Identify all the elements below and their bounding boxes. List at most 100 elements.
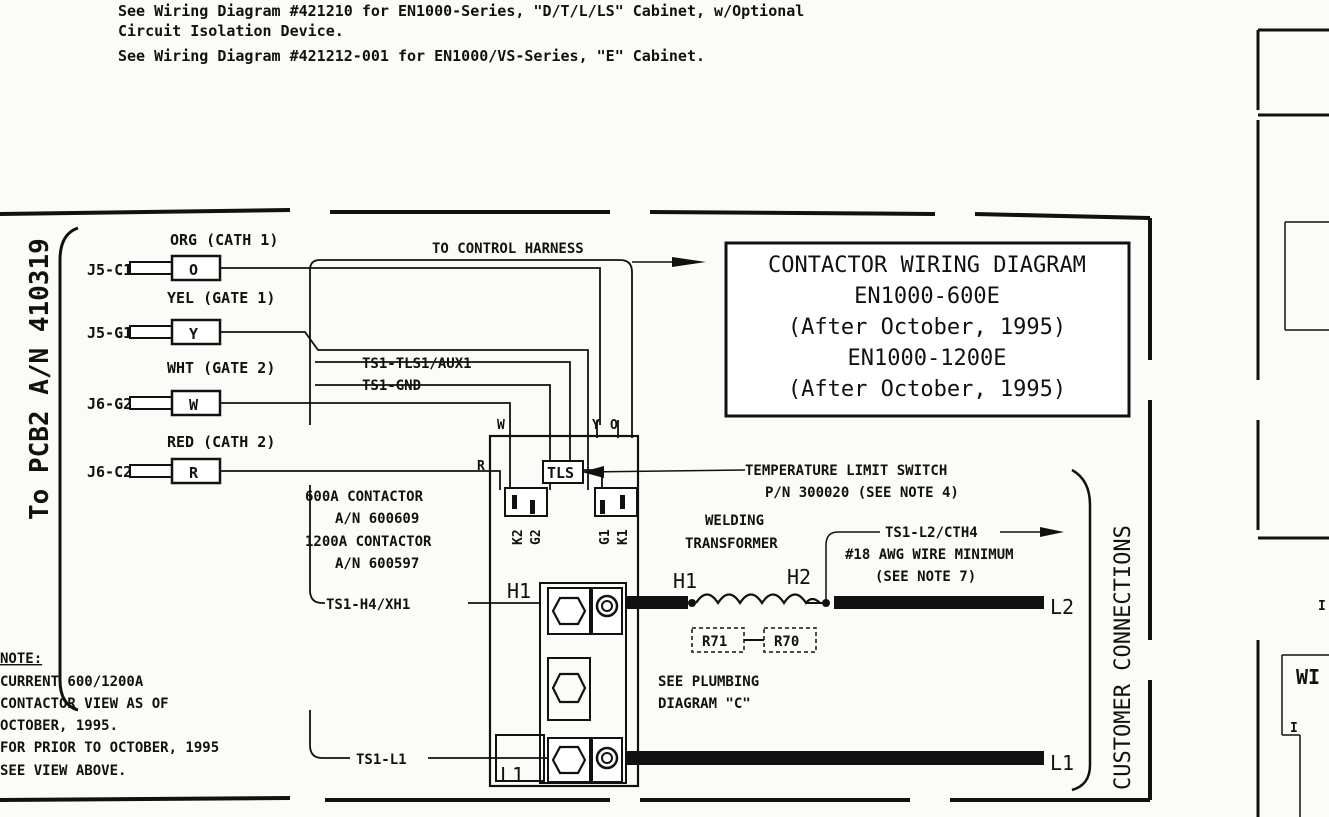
pcb2-bracket (58, 226, 79, 712)
ts1-tls1-label: TS1-TLS1/AUX1 (362, 356, 472, 372)
note-heading: NOTE: (0, 651, 42, 667)
l2-label: L2 (1050, 595, 1074, 619)
pin-j6-c2: J6-C2 (87, 463, 132, 481)
transformer-coil (695, 593, 821, 606)
customer-connections-label: CUSTOMER CONNECTIONS (1111, 525, 1136, 790)
wire-label-org: ORG (CATH 1) (170, 231, 278, 249)
connector-rows: ORG (CATH 1) YEL (GATE 1) WHT (GATE 2) R… (87, 231, 278, 485)
pcb2-label: To PCB2 A/N 410319 (25, 238, 55, 520)
h1-bolt-outer (595, 594, 619, 618)
ts1-l1-lead-left (309, 710, 350, 759)
temp-switch-label: TEMPERATURE LIMIT SWITCH (745, 463, 947, 479)
h2-label: H2 (787, 565, 811, 589)
an-600597-label: A/N 600597 (335, 556, 419, 572)
terminal-blocks (504, 487, 638, 517)
h1-block-label: H1 (507, 579, 531, 603)
ts1-h4-lead-left (309, 485, 325, 604)
ts1-l2-arrowhead (1040, 527, 1064, 537)
note-line-2: CONTACTOR VIEW AS OF (0, 696, 169, 712)
mid-nut-block (547, 657, 591, 721)
h1-label: H1 (673, 569, 697, 593)
note-line-4: FOR PRIOR TO OCTOBER, 1995 (0, 740, 219, 756)
pin-j5-g1: J5-G1 (87, 324, 132, 342)
note-line-3: OCTOBER, 1995. (0, 718, 118, 734)
note-line-1: CURRENT 600/1200A (0, 674, 144, 690)
l1-label: L1 (1050, 751, 1074, 775)
right-panel (1256, 28, 1329, 817)
right-fragment-3: I (1290, 721, 1298, 736)
r70-label: R70 (774, 634, 799, 650)
l1-hex-nut (551, 745, 587, 775)
plug-w: W (189, 396, 199, 414)
title-line-2: EN1000-600E (854, 284, 1000, 309)
header-line-3: See Wiring Diagram #421212-001 for EN100… (118, 47, 705, 65)
temp-pn-label: P/N 300020 (SEE NOTE 4) (765, 485, 959, 501)
transformer-label: TRANSFORMER (685, 536, 778, 552)
title-line-1: CONTACTOR WIRING DIAGRAM (768, 253, 1086, 278)
wire-label-wht: WHT (GATE 2) (167, 359, 275, 377)
terminal-o-label: O (610, 418, 618, 433)
terminal-pins (512, 495, 625, 514)
ts1-h4-label: TS1-H4/XH1 (326, 597, 410, 613)
ts1-l1-label: TS1-L1 (356, 752, 407, 768)
plug-o: O (189, 261, 198, 279)
term-g2: G2 (529, 529, 544, 545)
plumbing-line-2: DIAGRAM "C" (658, 696, 751, 712)
l1-bolt-inner (601, 752, 613, 764)
ts1-l2-lead (825, 531, 880, 603)
title-line-4: EN1000-1200E (848, 346, 1007, 371)
pin-j6-g2: J6-G2 (87, 395, 132, 413)
tls-pointer-line (582, 469, 746, 473)
title-line-3: (After October, 1995) (788, 315, 1066, 340)
term-k1: K1 (616, 529, 631, 545)
plug-y: Y (189, 325, 198, 343)
h1-hex-nut (551, 596, 587, 626)
control-harness-outline (309, 259, 633, 438)
ts1-gnd-label: TS1-GND (362, 378, 421, 394)
see-note7-label: (SEE NOTE 7) (875, 569, 976, 585)
title-box (724, 241, 1131, 418)
r71-label: R71 (702, 634, 727, 650)
tls-label: TLS (547, 464, 574, 482)
h1-node (688, 599, 696, 607)
contactor-600-label: 600A CONTACTOR (305, 489, 424, 505)
header-line-2: Circuit Isolation Device. (118, 22, 344, 40)
right-fragment-2: WI (1296, 665, 1320, 689)
terminal-y-label: Y (592, 418, 600, 433)
h1-bolt-inner (601, 600, 613, 612)
l1-cable (626, 751, 1044, 765)
awg-label: #18 AWG WIRE MINIMUM (845, 547, 1014, 563)
wire-label-red: RED (CATH 2) (167, 433, 275, 451)
l1-nut-block (547, 737, 591, 783)
plumbing-line-1: SEE PLUMBING (658, 674, 759, 690)
wire-label-yel: YEL (GATE 1) (167, 289, 275, 307)
control-harness-arrowhead (672, 257, 706, 267)
term-k2: K2 (511, 529, 526, 545)
h1-cable (626, 596, 688, 609)
outer-frame (0, 208, 1152, 802)
l1-block-label: L1 (500, 763, 524, 787)
contactor-body (488, 434, 640, 788)
welding-label: WELDING (705, 513, 764, 529)
control-harness-label: TO CONTROL HARNESS (432, 241, 584, 257)
term-g1: G1 (598, 529, 613, 545)
h1-nut-block (547, 587, 591, 635)
l1-bolt-outer (595, 746, 619, 770)
customer-bracket (1071, 468, 1092, 792)
mid-hex-nut (551, 672, 587, 704)
tls-pointer-arrow (582, 466, 604, 478)
contactor-1200-label: 1200A CONTACTOR (305, 534, 432, 550)
l2-cable (834, 596, 1044, 609)
note-line-5: SEE VIEW ABOVE. (0, 763, 126, 779)
title-line-5: (After October, 1995) (788, 377, 1066, 402)
header-line-1: See Wiring Diagram #421210 for EN1000-Se… (118, 2, 805, 20)
plug-r: R (189, 464, 199, 482)
terminal-r-label: R (477, 459, 485, 474)
terminal-w-label: W (497, 418, 505, 433)
right-fragment-1: I (1318, 599, 1326, 614)
ts1-l2-label: TS1-L2/CTH4 (885, 525, 978, 541)
pin-j5-c1: J5-C1 (87, 261, 132, 279)
an-600609-label: A/N 600609 (335, 511, 419, 527)
